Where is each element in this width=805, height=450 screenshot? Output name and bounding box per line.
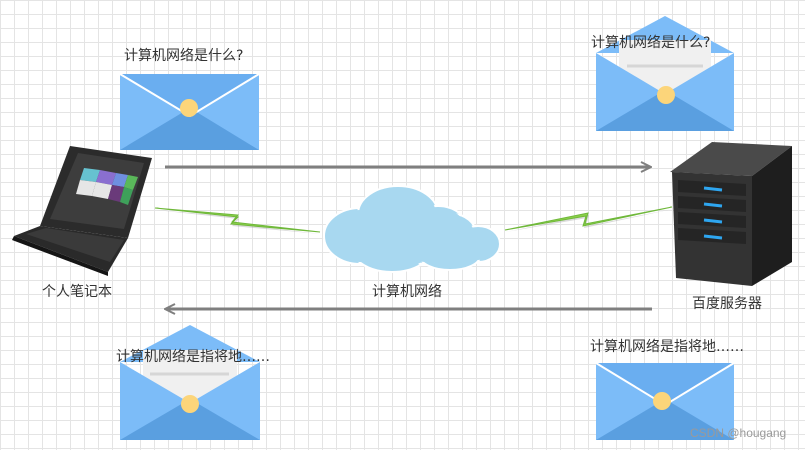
response-received-message: 计算机网络是指将地…… <box>116 349 270 365</box>
lightning-link-left <box>154 207 321 234</box>
envelope-icon-response-sent <box>595 362 735 440</box>
server-icon <box>670 142 792 286</box>
watermark: CSDN @hougang <box>690 426 787 440</box>
cloud-icon <box>323 185 501 273</box>
laptop-icon <box>12 146 152 276</box>
lightning-link-right <box>504 206 673 232</box>
envelope-icon-response-received <box>120 325 260 440</box>
envelope-icon-request-sent <box>119 73 260 150</box>
envelope-icon-request-received <box>596 16 734 131</box>
laptop-label: 个人笔记本 <box>42 284 112 300</box>
response-sent-message: 计算机网络是指将地…… <box>590 339 744 355</box>
server-label: 百度服务器 <box>692 296 762 312</box>
request-received-message: 计算机网络是什么? <box>591 35 711 51</box>
network-label: 计算机网络 <box>372 284 442 300</box>
request-sent-message: 计算机网络是什么? <box>124 48 244 64</box>
